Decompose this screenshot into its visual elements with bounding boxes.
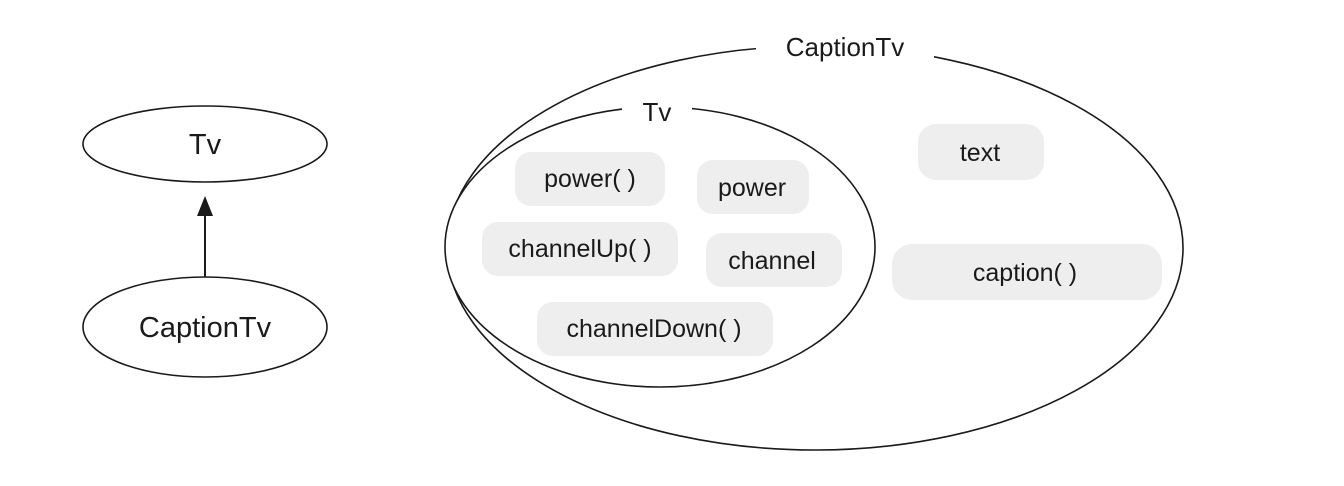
inner-class-title: Tv bbox=[643, 97, 672, 127]
member-channel-field: channel bbox=[728, 247, 816, 275]
outer-class-title: CaptionTv bbox=[786, 32, 905, 62]
member-text-field: text bbox=[960, 139, 1000, 167]
member-caption-method: caption( ) bbox=[973, 259, 1077, 287]
member-power-field: power bbox=[718, 174, 786, 202]
member-channelup-method: channelUp( ) bbox=[508, 235, 651, 263]
member-channeldown-method: channelDown( ) bbox=[566, 315, 741, 343]
inheritance-arrow-head bbox=[197, 196, 213, 216]
parent-class-label: Tv bbox=[189, 129, 222, 161]
member-power-method: power( ) bbox=[544, 165, 636, 193]
child-class-label: CaptionTv bbox=[139, 312, 272, 344]
inheritance-hierarchy: Tv CaptionTv bbox=[82, 105, 328, 378]
parent-class-node bbox=[82, 105, 328, 183]
containment-diagram: CaptionTv Tv power( ) power channelUp( )… bbox=[444, 30, 1184, 451]
